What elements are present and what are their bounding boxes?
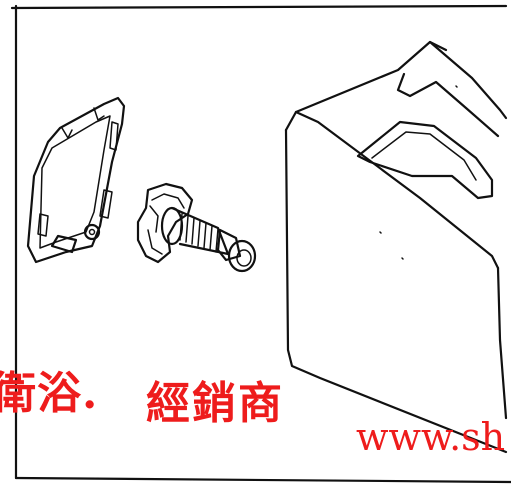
screw-hole bbox=[83, 223, 101, 241]
watermark-dealer-text: 經銷商 bbox=[146, 378, 284, 429]
water-tank bbox=[284, 40, 508, 454]
frame bbox=[10, 4, 511, 484]
watermark-shop-text: 衛浴. bbox=[0, 368, 99, 419]
frame-top-edge bbox=[10, 4, 508, 10]
watermark-url-text: www.sh bbox=[356, 415, 506, 459]
drain-valve-knob bbox=[136, 182, 257, 273]
frame-bottom-edge bbox=[14, 476, 511, 484]
access-cover-plate bbox=[26, 96, 126, 264]
